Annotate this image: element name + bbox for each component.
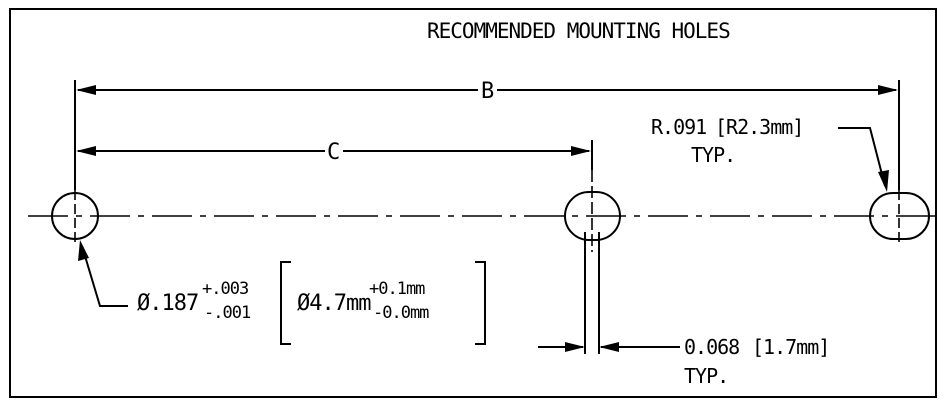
- slot-width-typ: TYP.: [684, 364, 728, 388]
- diameter-tol-plus: +.003: [202, 279, 248, 299]
- slot-width-value: 0.068: [684, 335, 739, 359]
- diameter-value: Ø.187: [137, 291, 198, 316]
- dimension-b-label: B: [481, 79, 494, 104]
- slot-width-arrow-right: [599, 342, 619, 352]
- right-square-bracket: [475, 261, 486, 345]
- slot-width-arrow-left: [565, 342, 585, 352]
- radius-leader: [838, 127, 886, 187]
- diameter-metric-tol-plus: +0.1mm: [369, 279, 425, 299]
- left-square-bracket: [280, 261, 291, 345]
- radius-leader-arrow: [878, 170, 889, 192]
- arrow-b-left: [76, 85, 96, 95]
- diameter-metric-tol-minus: -0.0mm: [373, 303, 429, 323]
- arrow-c-right: [571, 146, 591, 156]
- drawing-title: RECOMMENDED MOUNTING HOLES: [427, 19, 730, 43]
- radius-typ: TYP.: [691, 143, 735, 167]
- radius-value: R.091: [651, 115, 706, 139]
- diameter-leader-arrow: [78, 240, 89, 261]
- diameter-tol-minus: -.001: [204, 303, 251, 323]
- slot-width-metric: [1.7mm]: [752, 335, 829, 359]
- drawing-frame: [9, 8, 937, 398]
- diameter-leader: [81, 245, 128, 307]
- arrow-c-left: [76, 146, 96, 156]
- arrow-b-right: [878, 85, 898, 95]
- diameter-metric-value: Ø4.7mm: [297, 291, 371, 316]
- dimension-c-label: C: [327, 140, 339, 165]
- radius-metric: [R2.3mm]: [715, 115, 803, 139]
